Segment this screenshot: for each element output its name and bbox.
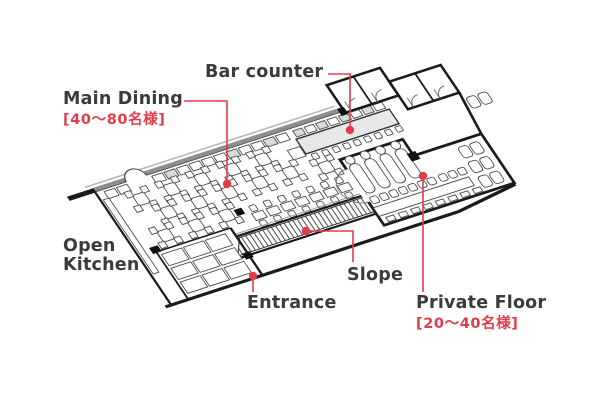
entrance-dot	[248, 271, 258, 281]
open-kitchen-label-line2: Kitchen	[63, 255, 140, 275]
callouts	[184, 73, 428, 292]
private-floor-dot	[418, 171, 428, 181]
main-dining-label-text: Main Dining	[63, 89, 183, 109]
main-dining-label: Main Dining [40〜80名様]	[63, 90, 183, 130]
private-floor-label: Private Floor [20〜40名様]	[416, 294, 546, 334]
open-kitchen-label: Open Kitchen	[63, 237, 139, 275]
private-floor-label-text: Private Floor	[416, 293, 547, 313]
main-dining-dot	[222, 179, 232, 189]
bar-counter-callout-line	[328, 73, 351, 129]
slope-label: Slope	[347, 266, 403, 285]
left-wall	[93, 191, 173, 306]
slope-area	[234, 191, 387, 260]
slope-callout-line	[307, 230, 354, 262]
bar-counter-dot	[345, 125, 355, 135]
slope-label-text: Slope	[347, 265, 404, 285]
main-dining-callout-line	[184, 100, 228, 183]
bar-counter-label: Bar counter	[205, 63, 323, 82]
plan-group	[66, 63, 517, 309]
top-wall	[66, 107, 345, 201]
left-bench	[102, 197, 160, 275]
slope-dot	[301, 226, 311, 236]
open-kitchen-label-line1: Open	[63, 236, 116, 256]
bar-counter-label-text: Bar counter	[205, 62, 324, 82]
entrance-label-text: Entrance	[247, 293, 337, 313]
bottom-wall	[164, 182, 517, 309]
entrance-label: Entrance	[247, 294, 337, 313]
main-dining-capacity: [40〜80名様]	[63, 112, 166, 128]
open-kitchen-area	[149, 207, 264, 299]
private-floor-area	[335, 132, 517, 227]
private-floor-capacity: [20〜40名様]	[416, 316, 519, 332]
